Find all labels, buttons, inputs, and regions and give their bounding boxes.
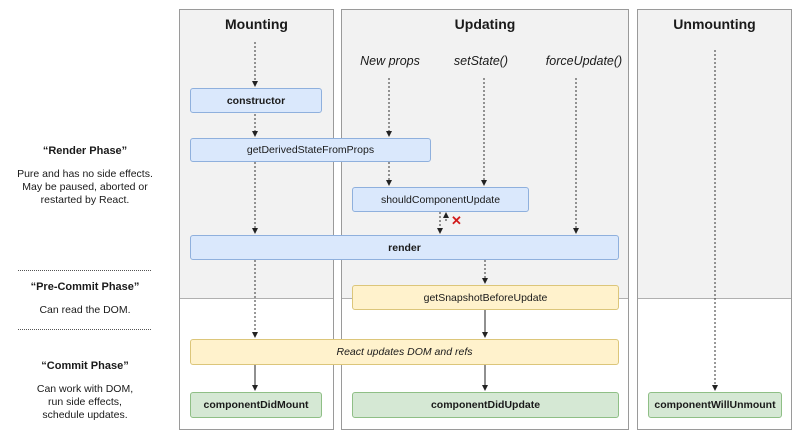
precommit-phase-line: Can read the DOM.	[39, 304, 131, 316]
render-phase-line: May be paused, aborted or	[22, 181, 148, 193]
mounting-title: Mounting	[225, 16, 288, 32]
constructor-box: constructor	[190, 88, 322, 113]
trigger-new-props: New props	[360, 54, 420, 68]
render-phase-title: “Render Phase”	[42, 145, 128, 157]
updating-title: Updating	[454, 16, 516, 32]
trigger-force-update: forceUpdate()	[545, 54, 623, 68]
commit-phase-line: Can work with DOM,	[36, 383, 134, 395]
get-derived-state-box: getDerivedStateFromProps	[190, 138, 431, 162]
commit-phase-line: schedule updates.	[42, 409, 128, 421]
render-box: render	[190, 235, 619, 260]
phase-separator	[18, 329, 151, 330]
get-snapshot-box: getSnapshotBeforeUpdate	[352, 285, 619, 310]
render-phase-line: restarted by React.	[40, 194, 130, 206]
cross-mark-icon: ✕	[451, 213, 462, 228]
commit-phase-title: “Commit Phase”	[41, 360, 129, 372]
render-phase-description: “Render Phase” Pure and has no side effe…	[0, 145, 170, 207]
render-phase-line: Pure and has no side effects.	[17, 168, 153, 180]
unmounting-title: Unmounting	[673, 16, 756, 32]
commit-phase-line: run side effects,	[48, 396, 122, 408]
commit-divider	[180, 298, 333, 299]
phase-separator	[18, 270, 151, 271]
precommit-phase-description: “Pre-Commit Phase” Can read the DOM.	[0, 281, 170, 317]
should-component-update-box: shouldComponentUpdate	[352, 187, 529, 212]
trigger-set-state: setState()	[453, 54, 509, 68]
commit-phase-description: “Commit Phase” Can work with DOM, run si…	[0, 360, 170, 422]
component-will-unmount-box: componentWillUnmount	[648, 392, 782, 418]
react-updates-dom-box: React updates DOM and refs	[190, 339, 619, 365]
component-did-update-box: componentDidUpdate	[352, 392, 619, 418]
precommit-phase-title: “Pre-Commit Phase”	[30, 281, 140, 293]
component-did-mount-box: componentDidMount	[190, 392, 322, 418]
